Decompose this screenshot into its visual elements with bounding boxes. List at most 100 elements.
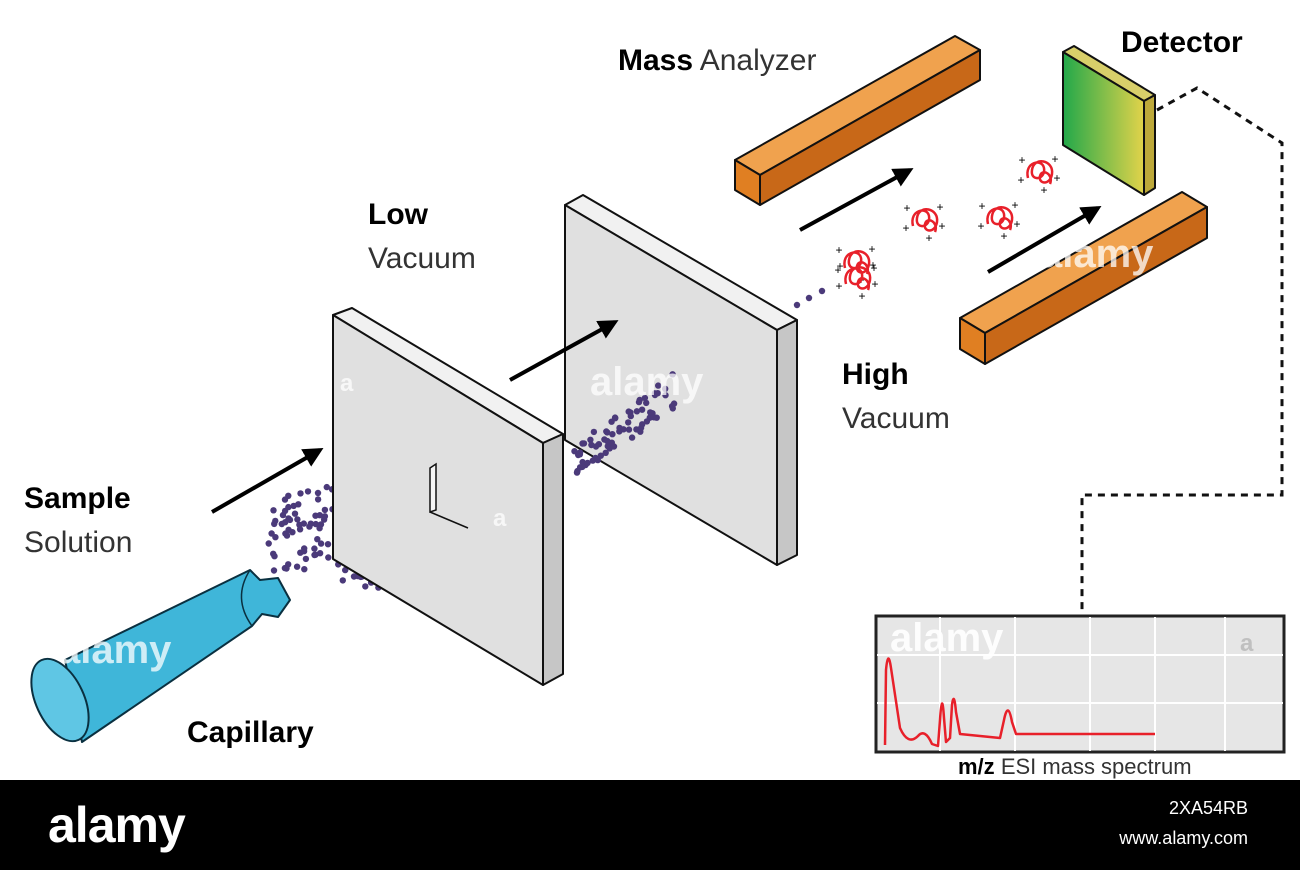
watermark: alamy (590, 360, 704, 404)
ion: +++++ (1017, 152, 1060, 197)
charge-plus: + (1040, 183, 1047, 197)
charge-plus: + (936, 200, 943, 214)
droplet (314, 536, 321, 543)
droplet (282, 530, 289, 537)
droplet (633, 408, 641, 415)
charge-plus: + (978, 199, 985, 213)
droplet (625, 419, 632, 426)
charge-plus: + (977, 219, 984, 233)
droplet (314, 496, 322, 503)
droplet (597, 452, 604, 459)
droplet (297, 549, 304, 556)
droplet (321, 506, 329, 514)
droplet (312, 520, 319, 528)
charge-plus: + (902, 221, 909, 235)
droplet (604, 429, 611, 436)
charge-plus: + (925, 231, 932, 245)
droplet (662, 385, 669, 392)
low-vacuum-plate (332, 307, 564, 686)
droplet (625, 426, 633, 433)
droplet (270, 507, 277, 514)
droplet (620, 426, 627, 433)
droplet (291, 510, 299, 517)
watermark-mark: a (493, 505, 507, 532)
droplet (587, 436, 594, 443)
droplet (323, 483, 330, 491)
capillary-label: Capillary (187, 716, 314, 749)
droplet (584, 459, 591, 467)
droplet (818, 287, 826, 295)
droplet (281, 496, 289, 503)
spectrum-plot (874, 614, 1286, 754)
charge-plus: + (903, 201, 910, 215)
mass-analyzer-rod-upper (734, 35, 981, 206)
droplet (282, 519, 289, 526)
droplet (610, 443, 618, 450)
droplet (316, 550, 324, 557)
droplet (589, 457, 596, 464)
charge-plus: + (834, 263, 841, 277)
arrow-analyzer-lower (986, 205, 1102, 274)
droplet (669, 371, 676, 378)
droplet (628, 434, 636, 441)
droplet (311, 545, 318, 552)
droplet (301, 545, 308, 552)
charge-plus: + (835, 243, 842, 257)
droplet (611, 414, 619, 421)
spectrum-trace (883, 657, 1155, 748)
droplet (643, 418, 651, 425)
droplet (362, 583, 369, 590)
droplet (588, 441, 595, 449)
spectrum-caption: m/z ESI mass spectrum (958, 754, 1192, 779)
mass-analyzer-label: Mass Analyzer (618, 44, 817, 77)
second-plate (564, 194, 798, 566)
footer-image-code: 2XA54RB (1168, 798, 1248, 818)
charge-plus: + (868, 242, 875, 256)
droplet (590, 428, 598, 436)
droplet (268, 530, 275, 537)
high-vacuum-label: High Vacuum (842, 358, 950, 435)
stock-footer: alamy 2XA54RB www.alamy.com (0, 780, 1300, 870)
droplet (653, 414, 660, 421)
flow-arrows (211, 168, 1102, 514)
droplet (579, 463, 586, 471)
charge-plus: + (1011, 198, 1018, 212)
droplet (805, 294, 813, 302)
droplet (270, 567, 278, 574)
droplet (279, 511, 287, 519)
droplet (297, 490, 304, 497)
droplet (293, 563, 301, 570)
charge-plus: + (1053, 171, 1060, 185)
charge-plus: + (1051, 152, 1058, 166)
arrow-low-vacuum (509, 320, 619, 382)
droplet (579, 458, 586, 466)
mass-analyzer-rod-lower (959, 191, 1208, 365)
droplet (580, 440, 588, 447)
esi-ms-diagram: +++++++++++++++++++++++++ (30, 35, 1286, 754)
droplet (627, 412, 634, 420)
detector-label: Detector (1121, 26, 1243, 59)
droplet (312, 512, 319, 519)
charge-plus: + (871, 277, 878, 291)
ions: +++++++++++++++++++++++++ (834, 152, 1060, 303)
droplet (324, 541, 332, 548)
droplet (576, 449, 584, 456)
watermark: alamy (58, 628, 172, 672)
droplet (604, 437, 611, 445)
droplet (655, 382, 662, 389)
droplet (662, 392, 669, 399)
droplet (573, 469, 581, 476)
watermark: alamy (1040, 232, 1154, 276)
droplet (609, 431, 616, 438)
droplet (302, 555, 310, 563)
ion: + + + + + (902, 200, 945, 245)
watermark: alamy (890, 616, 1004, 660)
droplet (271, 520, 278, 528)
droplet-trail (793, 287, 826, 309)
detector-signal-line (1080, 86, 1284, 612)
droplet (265, 540, 272, 547)
droplet (271, 553, 278, 560)
droplet (641, 394, 649, 402)
charge-plus: + (938, 219, 945, 233)
watermark-mark: a (340, 370, 354, 397)
